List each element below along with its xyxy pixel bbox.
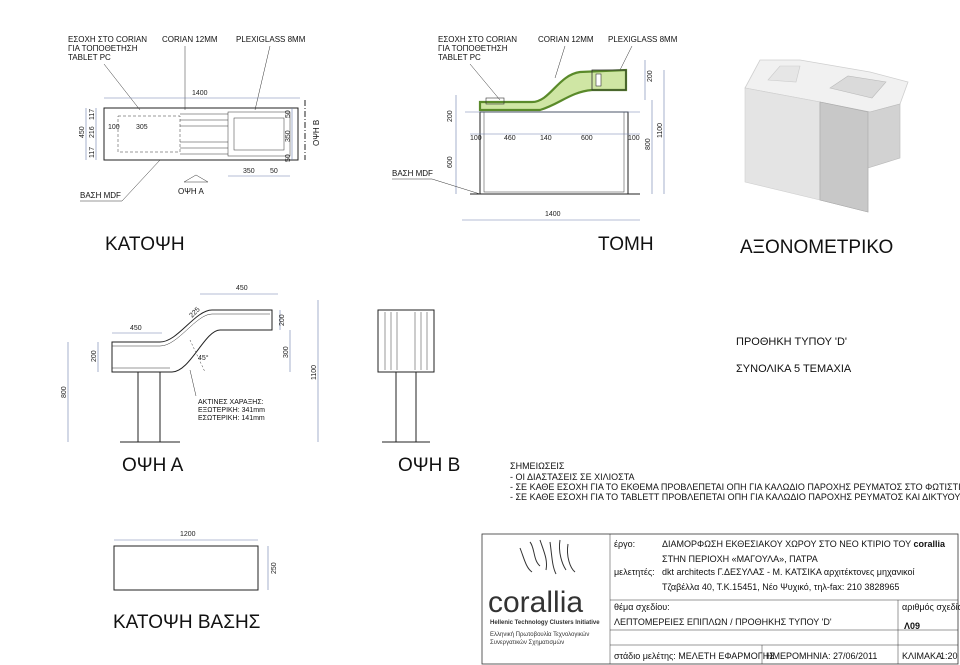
plan-dim-h1: 100 (108, 124, 120, 131)
section-dim-140: 140 (540, 135, 552, 142)
tb-address: Τζαβέλλα 40, Τ.Κ.15451, Νέο Ψυχικό, τηλ-… (662, 582, 899, 592)
radii-label-2: ΕΞΩΤΕΡΙΚΗ: 341mm (198, 407, 265, 414)
plan-corian-label: CORIAN 12MM (162, 35, 218, 44)
plan-dim-s3: 50 (285, 154, 292, 162)
plan-dim-b2: 50 (270, 168, 278, 175)
section-dim-460: 460 (504, 135, 516, 142)
plan-dim-h2: 305 (136, 124, 148, 131)
tb-stage: στάδιο μελέτης: ΜΕΛΕΤΗ ΕΦΑΡΜΟΓΗΣ (614, 651, 775, 661)
logo-wordmark: corallia (488, 586, 583, 619)
plan-dim-b1: 350 (243, 168, 255, 175)
section-niche-label-3: TABLET PC (438, 53, 481, 62)
section-plexi-label: PLEXIGLASS 8MM (608, 35, 678, 44)
tb-project-label: έργο: (614, 539, 635, 549)
view-a-dim-300: 300 (283, 346, 290, 358)
section-corian-label: CORIAN 12MM (538, 35, 594, 44)
view-a-dim-225: 225 (188, 306, 201, 319)
radii-label-1: ΑΚΤΙΝΕΣ ΧΑΡΑΞΗΣ: (198, 399, 264, 406)
plan-niche-label-3: TABLET PC (68, 53, 111, 62)
section-dim-bottom: 1400 (545, 211, 561, 218)
view-a-dim-450: 450 (130, 325, 142, 332)
title-block: corallia Hellenic Technology Clusters In… (481, 533, 960, 665)
section-dim-100a: 100 (470, 135, 482, 142)
plan-base-label: ΒΑΣΗ MDF (80, 191, 121, 200)
note-3: - ΣΕ ΚΑΘΕ ΕΣΟΧΗ ΓΙΑ ΤΟ TABLETT ΠΡΟΒΛΕΠΕΤ… (510, 492, 960, 502)
title-view-b: ΟΨΗ Β (398, 455, 460, 476)
tb-design-label: μελετητές: (614, 567, 655, 577)
logo-sub-1: Hellenic Technology Clusters Initiative (490, 620, 600, 626)
section-dim-1100: 1100 (657, 123, 664, 138)
view-a-dim-1100: 1100 (311, 365, 318, 380)
plan-dim-width: 1400 (192, 90, 208, 97)
section-niche-label-2: ΓΙΑ ΤΟΠΟΘΕΤΗΣΗ (438, 44, 508, 53)
elevation-b (377, 309, 435, 443)
tb-designers: dkt architects Γ.ΔΕΣΥΛΑΣ - Μ. ΚΑΤΣΙΚΑ αρ… (662, 567, 915, 577)
view-a-angle: 45° (198, 354, 209, 362)
section-dim-600v: 600 (447, 156, 454, 168)
showcase-count: ΣΥΝΟΛΙΚΑ 5 ΤΕΜΑΧΙΑ (736, 363, 852, 375)
base-dim-h: 250 (271, 562, 278, 574)
corallia-logo: corallia Hellenic Technology Clusters In… (488, 539, 600, 646)
tb-scale: 1:20 (940, 651, 958, 661)
section-niche-label-1: ΕΣΟΧΗ ΣΤΟ CORIAN (438, 35, 517, 44)
plan-plexi-label: PLEXIGLASS 8MM (236, 35, 306, 44)
view-a-dim-800: 800 (61, 386, 68, 398)
logo-sub-3: Συνεργατικών Σχηματισμών (490, 640, 564, 646)
title-section: ΤΟΜΗ (598, 234, 654, 255)
tb-scale-label: ΚΛΙΜΑΚΑ (902, 651, 942, 661)
base-dim-w: 1200 (180, 531, 196, 538)
plan-dim-v1: 117 (89, 109, 96, 120)
tb-date: ΗΜΕΡΟΜΗΝΙΑ: 27/06/2011 (766, 651, 877, 661)
elevation-a: 450 450 225 45° 200 800 200 300 1100 ΑΚΤ… (61, 285, 319, 443)
section-dim-left-h: 200 (447, 110, 454, 122)
tb-subject-label: θέμα σχεδίου: (614, 602, 670, 612)
radii-label-3: ΕΣΩΤΕΡΙΚΗ: 141mm (198, 415, 265, 422)
plan-view-a-label: ΟΨΗ Α (178, 187, 204, 196)
tb-location: ΣΤΗΝ ΠΕΡΙΟΧΗ «ΜΑΓΟΥΛΑ», ΠΑΤΡΑ (662, 554, 818, 564)
view-a-dim-r200: 200 (279, 314, 286, 326)
title-view-a: ΟΨΗ Α (122, 455, 184, 476)
plan-niche-label-1: ΕΣΟΧΗ ΣΤΟ CORIAN (68, 35, 147, 44)
plan-dim-s2: 350 (285, 130, 292, 142)
note-2: - ΣΕ ΚΑΘΕ ΕΣΟΧΗ ΓΙΑ ΤΟ ΕΚΘΕΜΑ ΠΡΟΒΛΕΠΕΤΑ… (510, 482, 960, 492)
showcase-type: ΠΡΟΘΗΚΗ ΤΥΠΟΥ 'D' (736, 336, 847, 348)
section-dim-600: 600 (581, 135, 593, 142)
plan-dim-v3: 117 (89, 147, 96, 158)
plan-view-b-label: ΟΨΗ Β (312, 120, 321, 146)
note-1: - ΟΙ ΔΙΑΣΤΑΣΕΙΣ ΣΕ ΧΙΛΙΟΣΤΑ (510, 472, 635, 482)
section-base-label: ΒΑΣΗ MDF (392, 169, 433, 178)
logo-sub-2: Ελληνική Πρωτοβουλία Τεχνολογικών (490, 631, 589, 638)
tb-project: ΔΙΑΜΟΡΦΩΣΗ ΕΚΘΕΣΙΑΚΟΥ ΧΩΡΟΥ ΣΤΟ ΝΕΟ ΚΤΙΡ… (662, 539, 946, 549)
axonometric-view (744, 59, 909, 213)
tb-subject: ΛΕΠΤΟΜΕΡΕΙΕΣ ΕΠΙΠΛΩΝ / ΠΡΟΘΗΚΗΣ ΤΥΠΟΥ 'D… (614, 617, 832, 627)
plan-dim-left: 450 (79, 126, 86, 138)
title-axon: ΑΞΟΝΟΜΕΤΡΙΚΟ (740, 237, 893, 258)
tb-number-label: αριθμός σχεδίου: (902, 602, 960, 612)
plan-view: ΕΣΟΧΗ ΣΤΟ CORIAN ΓΙΑ ΤΟΠΟΘΕΤΗΣΗ TABLET P… (68, 35, 321, 202)
title-plan: ΚΑΤΟΨΗ (105, 234, 185, 255)
plan-dim-v2: 216 (89, 126, 96, 138)
plan-niche-label-2: ΓΙΑ ΤΟΠΟΘΕΤΗΣΗ (68, 44, 138, 53)
section-view: ΕΣΟΧΗ ΣΤΟ CORIAN ΓΙΑ ΤΟΠΟΘΕΤΗΣΗ TABLET P… (392, 35, 678, 221)
view-a-dim-top: 450 (236, 285, 248, 292)
notes-heading: ΣΗΜΕΙΩΣΕΙΣ (510, 461, 565, 471)
tb-number: Λ09 (904, 621, 920, 631)
section-dim-100b: 100 (628, 135, 640, 142)
title-base-plan: ΚΑΤΟΨΗ ΒΑΣΗΣ (113, 612, 260, 633)
view-a-dim-200: 200 (91, 350, 98, 362)
plan-dim-s1: 50 (285, 110, 292, 118)
section-dim-right-h: 200 (647, 70, 654, 82)
section-dim-800: 800 (645, 138, 652, 150)
base-plan: 1200 250 (113, 531, 278, 591)
